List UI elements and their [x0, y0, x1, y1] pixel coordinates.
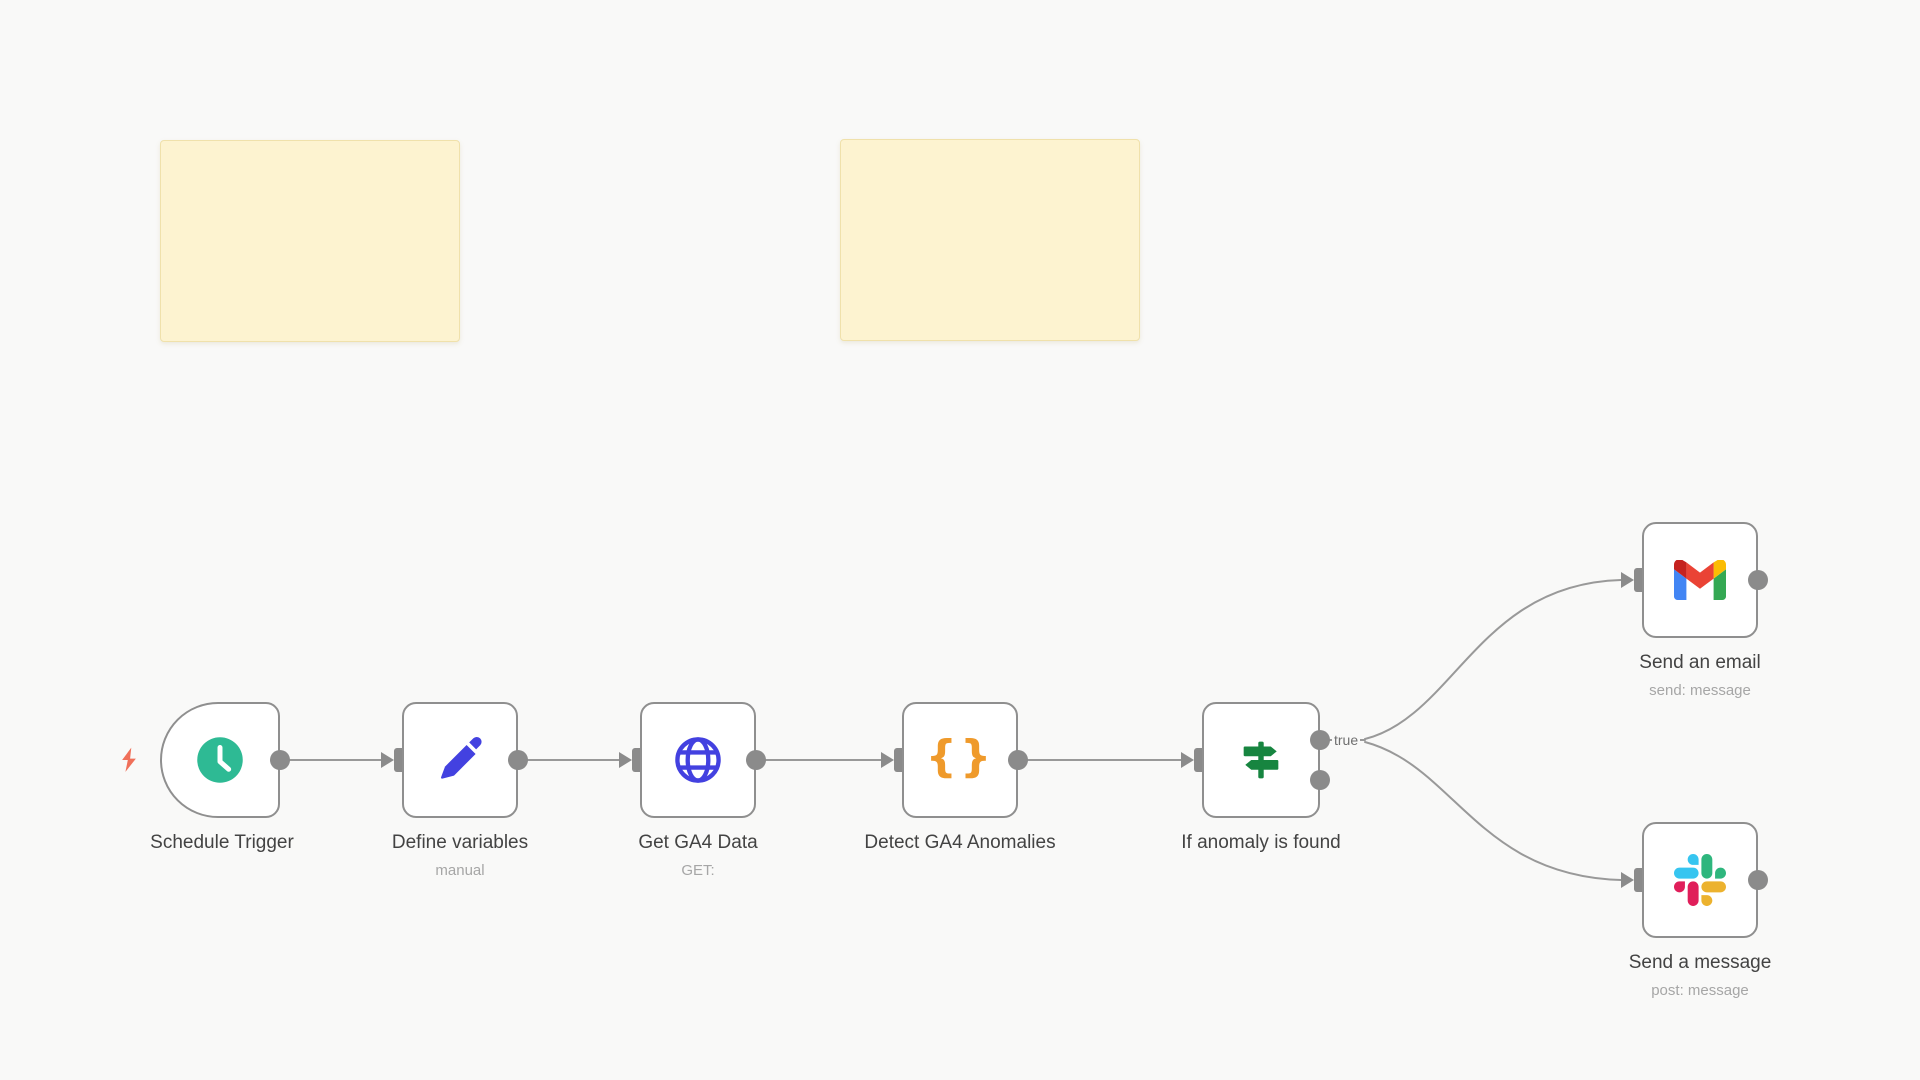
- lightning-bolt-icon: [122, 747, 136, 772]
- node-subtitle-send-message: post: message: [1651, 982, 1749, 999]
- signpost-icon: [1243, 741, 1279, 779]
- input-arrow-icon: [381, 752, 394, 768]
- clock-icon: [197, 737, 243, 783]
- node-define-variables[interactable]: [402, 702, 518, 818]
- node-send-message[interactable]: [1642, 822, 1758, 938]
- node-label-define-variables: Define variables: [391, 832, 529, 853]
- node-subtitle-define-variables: manual: [435, 862, 485, 879]
- output-port-send-email[interactable]: [1748, 570, 1768, 590]
- output-port-define-variables[interactable]: [508, 750, 528, 770]
- input-arrow-icon: [1181, 752, 1194, 768]
- node-label-send-email: Send an email: [1639, 652, 1761, 673]
- input-arrow-icon: [1621, 572, 1634, 588]
- branch-label-true: true: [1332, 732, 1361, 748]
- slack-icon: [1674, 854, 1726, 906]
- globe-icon: [675, 737, 721, 783]
- sticky-note-2[interactable]: [840, 139, 1140, 341]
- node-label-get-ga4-data: Get GA4 Data: [638, 832, 758, 853]
- node-get-ga4-data[interactable]: [640, 702, 756, 818]
- input-arrow-icon: [881, 752, 894, 768]
- node-label-schedule-trigger: Schedule Trigger: [150, 832, 294, 853]
- curly-braces-icon: {}: [925, 731, 995, 782]
- output-port-send-message[interactable]: [1748, 870, 1768, 890]
- output-port-if-true[interactable]: [1310, 730, 1330, 750]
- node-subtitle-send-email: send: message: [1649, 682, 1751, 699]
- gmail-icon: [1674, 560, 1726, 600]
- pencil-icon: [441, 736, 482, 779]
- node-subtitle-get-ga4-data: GET:: [681, 862, 715, 879]
- input-arrow-icon: [1621, 872, 1634, 888]
- node-schedule-trigger[interactable]: [160, 702, 280, 818]
- node-label-detect-ga4-anomalies: Detect GA4 Anomalies: [864, 832, 1056, 853]
- node-if-anomaly[interactable]: [1202, 702, 1320, 818]
- output-port-get-ga4-data[interactable]: [746, 750, 766, 770]
- output-port-detect-ga4-anomalies[interactable]: [1008, 750, 1028, 770]
- output-port-schedule-trigger[interactable]: [270, 750, 290, 770]
- connection-if-to-email[interactable]: [1364, 579, 1622, 740]
- node-label-send-message: Send a message: [1628, 952, 1772, 973]
- sticky-note-1[interactable]: [160, 140, 460, 342]
- node-send-email[interactable]: [1642, 522, 1758, 638]
- connection-if-to-slack[interactable]: [1364, 741, 1622, 881]
- input-arrow-icon: [619, 752, 632, 768]
- output-port-if-false[interactable]: [1310, 770, 1330, 790]
- node-label-if-anomaly: If anomaly is found: [1181, 832, 1341, 853]
- node-detect-ga4-anomalies[interactable]: {}: [902, 702, 1018, 818]
